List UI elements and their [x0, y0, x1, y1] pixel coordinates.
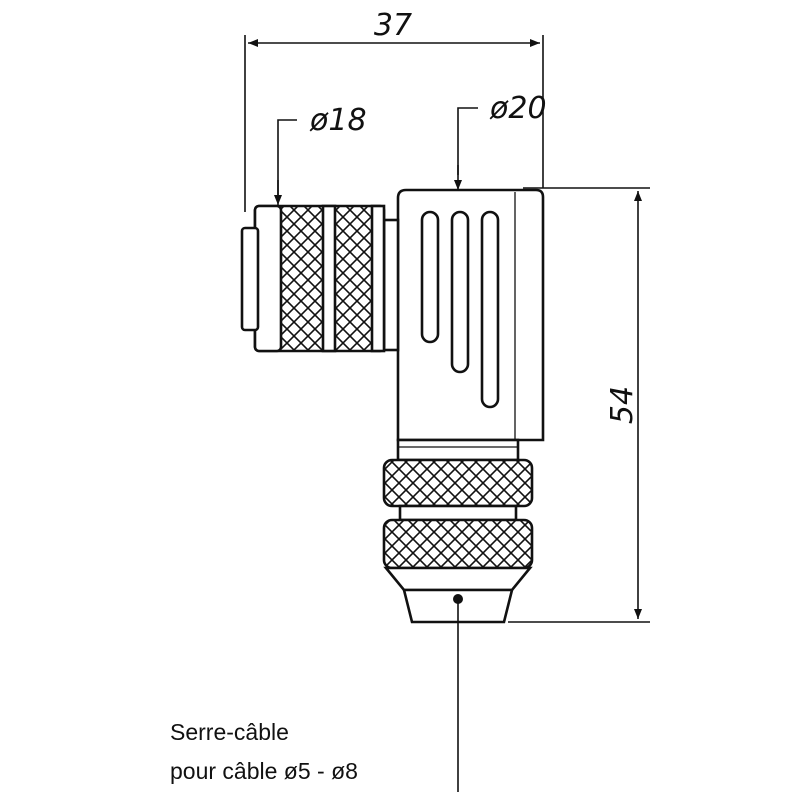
leader-body-diameter	[457, 107, 478, 175]
callout-line-2: pour câble ø5 - ø8	[170, 758, 358, 784]
dimension-body-diameter: ø20	[454, 91, 547, 190]
nut-left-band-inner	[370, 204, 386, 353]
grip-slot-3	[480, 210, 500, 409]
callout-line-1: Serre-câble	[170, 719, 289, 745]
dimension-nut-diameter: ø18	[274, 103, 367, 205]
socket-face	[240, 226, 260, 332]
dimension-body-diameter-label: ø20	[489, 91, 547, 126]
leader-nut-diameter	[277, 119, 297, 200]
cable-nut-upper	[382, 458, 534, 508]
cable-clamp-callout: Serre-câble pour câble ø5 - ø8	[170, 594, 463, 792]
dimension-nut-diameter-label: ø18	[309, 103, 367, 138]
cable-nut-lower	[382, 518, 534, 570]
dimension-width-label: 37	[374, 8, 412, 43]
housing-bottom-neck	[396, 438, 520, 462]
nut-left-band-middle	[321, 204, 337, 353]
dimension-height-label: 54	[605, 386, 640, 424]
grip-slot-1	[420, 210, 440, 344]
connector-body	[240, 188, 545, 624]
dimension-width: 37	[244, 8, 544, 212]
housing	[396, 188, 545, 442]
housing-neck	[382, 218, 400, 352]
grip-slot-2	[450, 210, 470, 374]
cable-nut-spacer	[398, 504, 518, 522]
dimension-height: 54	[508, 187, 650, 623]
gland-cone-upper	[383, 566, 533, 592]
